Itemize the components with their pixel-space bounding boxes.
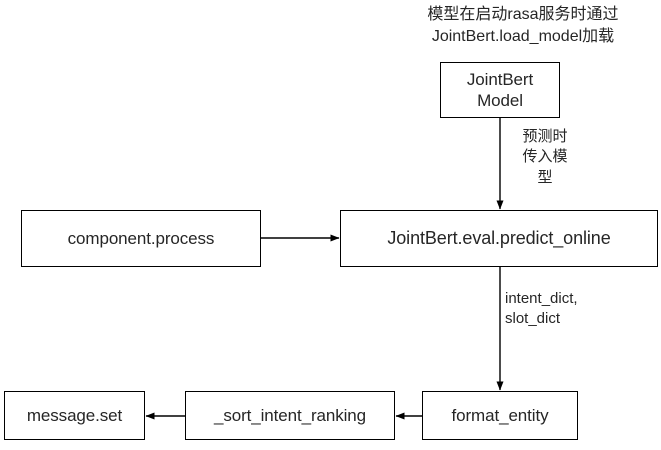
edge-label-predict-pass-model: 预测时 传入模 型: [522, 128, 568, 186]
node-message-set[interactable]: message.set: [4, 391, 145, 440]
node-predict-online[interactable]: JointBert.eval.predict_online: [340, 210, 658, 267]
node-sort-intent-ranking[interactable]: _sort_intent_ranking: [185, 391, 395, 440]
node-component-process[interactable]: component.process: [21, 210, 261, 267]
node-jointbert-model[interactable]: JointBert Model: [440, 62, 560, 118]
caption-load-model: 模型在启动rasa服务时通过 JointBert.load_model加载: [427, 6, 619, 45]
node-format-entity[interactable]: format_entity: [422, 391, 578, 440]
edge-label-intent-slot-dicts: intent_dict, slot_dict: [505, 290, 578, 328]
